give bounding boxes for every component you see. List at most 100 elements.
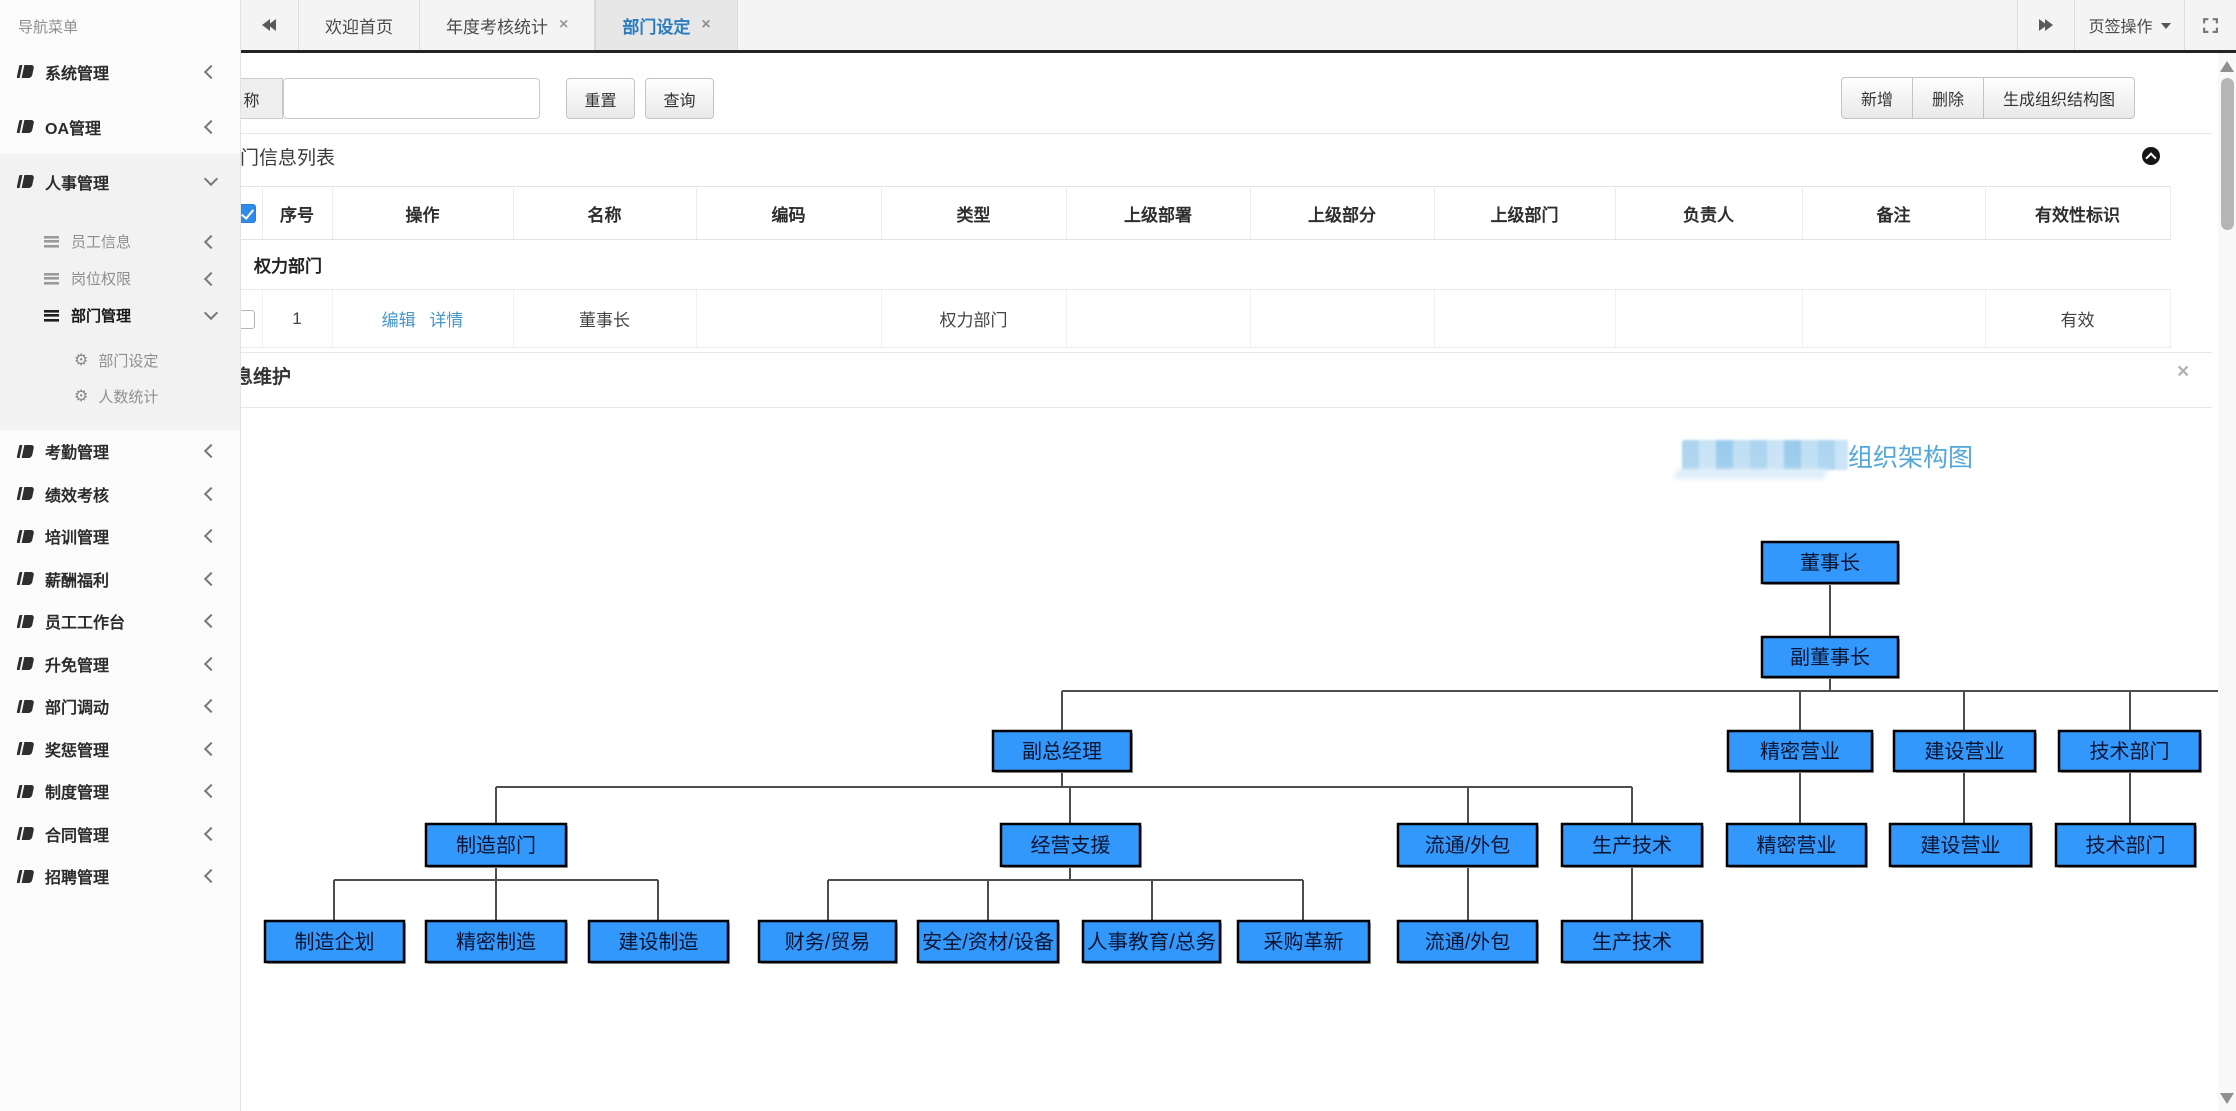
book-icon: [16, 487, 35, 501]
table-header-row: 序号 操作 名称 编码 类型 上级部署 上级部分 上级部门 负责人 备注 有效性…: [228, 186, 2171, 240]
sidebar-item-oa-mgmt[interactable]: OA管理: [0, 99, 240, 154]
book-icon: [16, 869, 35, 883]
list-panel-title: 部门信息列表: [221, 148, 336, 169]
col-header-owner: 负责人: [1615, 186, 1803, 240]
svg-text:建设制造: 建设制造: [619, 931, 699, 954]
maintain-panel-close-icon[interactable]: ×: [2177, 360, 2190, 383]
svg-text:流通/外包: 流通/外包: [1425, 834, 1511, 857]
org-chart-node: 生产技术: [1560, 919, 1704, 964]
sidebar-item-hr-mgmt[interactable]: 人事管理: [0, 154, 240, 209]
sidebar-item-attendance-mgmt[interactable]: 考勤管理: [0, 430, 240, 473]
org-chart-node: 建设制造: [587, 919, 730, 964]
toolbar-divider: [240, 133, 2212, 134]
panel-collapse-icon[interactable]: [2142, 147, 2160, 165]
double-chevron-right-icon: [2039, 19, 2047, 31]
org-chart-node: 建设营业: [1892, 729, 2037, 773]
col-header-type: 类型: [881, 186, 1067, 240]
org-chart-node: 经营支援: [999, 822, 1142, 868]
sidebar-item-employee-workbench[interactable]: 员工工作台: [0, 600, 240, 643]
sidebar-item-policy-mgmt[interactable]: 制度管理: [0, 770, 240, 813]
book-icon: [16, 699, 35, 713]
tabs-scroll-right-button[interactable]: [2017, 0, 2074, 50]
org-chart-title: 组织架构图: [1848, 444, 1974, 472]
chevron-left-icon: [203, 826, 219, 841]
chevron-left-icon: [203, 529, 219, 544]
cell-sup2: [1250, 289, 1435, 348]
sidebar-item-reward-punishment[interactable]: 奖惩管理: [0, 728, 240, 771]
svg-text:技术部门: 技术部门: [2086, 834, 2166, 857]
scrollbar-thumb[interactable]: [2220, 78, 2234, 230]
sidebar-title: 导航菜单: [18, 19, 79, 36]
sidebar-item-system-mgmt[interactable]: 系统管理: [0, 44, 240, 99]
org-chart-node: 技术部门: [2057, 729, 2202, 773]
book-icon: [16, 65, 35, 78]
svg-text:精密制造: 精密制造: [456, 931, 536, 954]
sidebar-item-performance-review[interactable]: 绩效考核: [0, 473, 240, 516]
query-button[interactable]: 查询: [645, 78, 714, 119]
sidebar: 导航菜单 系统管理 OA管理 人事管理 员工信息 岗位权限: [0, 0, 241, 1111]
sidebar-item-recruit-mgmt[interactable]: 招聘管理: [0, 855, 240, 898]
tab-operations-dropdown[interactable]: 页签操作: [2074, 0, 2184, 50]
sidebar-item-headcount-stats[interactable]: ⚙ 人数统计: [74, 386, 159, 406]
org-chart-node: 建设营业: [1888, 822, 2033, 868]
fullscreen-toggle-button[interactable]: [2184, 0, 2236, 50]
sidebar-item-contract-mgmt[interactable]: 合同管理: [0, 813, 240, 856]
table-row[interactable]: 1 编辑 详情 董事长 权力部门 有效: [228, 289, 2171, 348]
chevron-left-icon: [203, 869, 219, 884]
book-icon: [16, 784, 35, 798]
name-search-input[interactable]: [283, 78, 540, 119]
svg-text:建设营业: 建设营业: [1925, 740, 2005, 763]
chevron-left-icon: [203, 784, 219, 799]
list-icon: [44, 272, 59, 285]
cell-sup3: [1434, 289, 1616, 348]
org-chart-node: 副董事长: [1760, 635, 1900, 679]
sidebar-item-employee-info[interactable]: 员工信息: [0, 223, 240, 260]
cell-remark: [1802, 289, 1986, 348]
close-icon[interactable]: ×: [701, 16, 711, 33]
list-icon: [44, 309, 59, 322]
sidebar-item-dept-setting[interactable]: ⚙ 部门设定: [74, 350, 159, 370]
org-chart-node: 安全/资材/设备: [916, 919, 1060, 964]
add-button[interactable]: 新增: [1841, 77, 1914, 119]
vertical-scrollbar[interactable]: [2218, 53, 2236, 1111]
tabs-scroll-left-button[interactable]: [240, 0, 299, 50]
reset-button[interactable]: 重置: [566, 78, 635, 119]
detail-link[interactable]: 详情: [429, 311, 464, 330]
cell-actions: 编辑 详情: [332, 289, 514, 348]
sidebar-item-salary-welfare[interactable]: 薪酬福利: [0, 558, 240, 601]
tab-dept-setting[interactable]: 部门设定 ×: [595, 0, 738, 50]
svg-text:副总经理: 副总经理: [1022, 740, 1102, 763]
delete-button[interactable]: 删除: [1913, 77, 1985, 119]
tab-bar-spacer: [738, 0, 2017, 50]
org-chart-node: 董事长: [1760, 540, 1900, 585]
org-chart-node: 流通/外包: [1396, 919, 1539, 964]
svg-text:生产技术: 生产技术: [1592, 834, 1672, 857]
generate-org-chart-button[interactable]: 生成组织结构图: [1984, 77, 2136, 119]
tab-welcome[interactable]: 欢迎首页: [299, 0, 420, 50]
svg-text:制造部门: 制造部门: [456, 834, 536, 857]
scroll-down-arrow-icon[interactable]: [2220, 1093, 2234, 1104]
org-chart-node: 精密制造: [424, 919, 568, 964]
close-icon[interactable]: ×: [559, 16, 569, 33]
svg-text:生产技术: 生产技术: [1592, 931, 1672, 954]
sidebar-item-dept-transfer[interactable]: 部门调动: [0, 685, 240, 728]
svg-text:经营支援: 经营支援: [1031, 834, 1111, 857]
sidebar-item-dept-mgmt[interactable]: 部门管理: [0, 297, 240, 334]
book-icon: [16, 827, 35, 841]
table-action-button-group: 新增 删除 生成组织结构图: [1841, 77, 2136, 119]
org-chart-node: 人事教育/总务: [1081, 919, 1222, 964]
book-icon: [16, 120, 35, 133]
cell-sup1: [1066, 289, 1251, 348]
col-header-code: 编码: [696, 186, 882, 240]
scroll-up-arrow-icon[interactable]: [2220, 61, 2234, 72]
edit-link[interactable]: 编辑: [381, 311, 416, 330]
sidebar-item-training-mgmt[interactable]: 培训管理: [0, 515, 240, 558]
chevron-left-icon: [203, 234, 219, 249]
tab-annual-review-stats[interactable]: 年度考核统计 ×: [420, 0, 596, 50]
svg-text:财务/贸易: 财务/贸易: [785, 931, 871, 954]
double-chevron-left-icon: [262, 19, 270, 31]
sidebar-item-post-permission[interactable]: 岗位权限: [0, 260, 240, 297]
cell-code: [696, 289, 882, 348]
sidebar-item-promotion-mgmt[interactable]: 升免管理: [0, 643, 240, 686]
chevron-down-icon: [203, 305, 219, 321]
